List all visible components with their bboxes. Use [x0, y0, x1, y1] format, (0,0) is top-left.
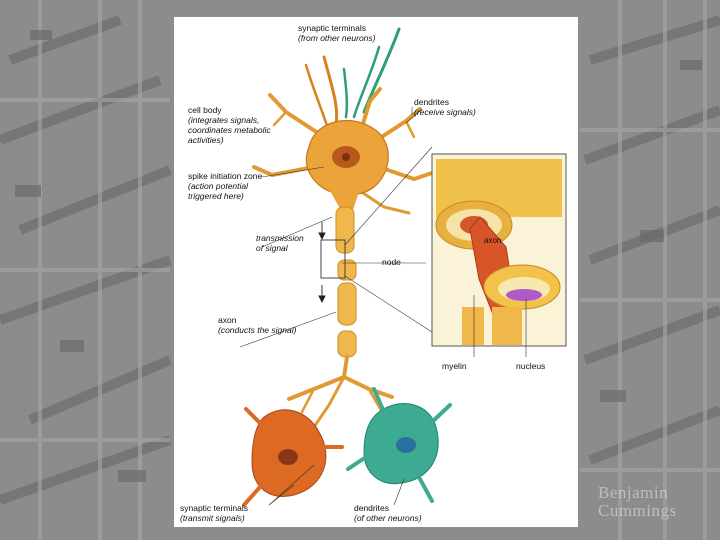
- label-sub-1: (integrates signals,: [188, 115, 271, 125]
- label-node: node: [382, 257, 401, 267]
- neuron-diagram-panel: synaptic terminals (from other neurons) …: [174, 17, 578, 527]
- label-sub: (from other neurons): [298, 33, 375, 43]
- incoming-fibers: [306, 29, 399, 132]
- label-transmission: transmission of signal: [256, 233, 304, 253]
- label-line-2: of signal: [256, 243, 304, 253]
- watermark-line-2: Cummings: [598, 502, 677, 520]
- label-sub: (receive signals): [414, 107, 476, 117]
- axon-segments: [336, 207, 356, 357]
- label-sub: (conducts the signal): [218, 325, 296, 335]
- label-inset-axon: axon: [484, 236, 501, 245]
- label-synaptic-terminals-bottom: synaptic terminals (transmit signals): [180, 503, 248, 523]
- label-sub: (of other neurons): [354, 513, 422, 523]
- label-title: dendrites: [414, 97, 476, 107]
- label-sub-1: (action potential: [188, 181, 262, 191]
- label-title: dendrites: [354, 503, 422, 513]
- label-title: spike initiation zone: [188, 171, 262, 181]
- label-spike-initiation-zone: spike initiation zone (action potential …: [188, 171, 262, 201]
- label-line-1: transmission: [256, 233, 304, 243]
- neuron-diagram: [174, 17, 578, 527]
- label-title: synaptic terminals: [298, 23, 375, 33]
- label-sub-2: coordinates metabolic: [188, 125, 271, 135]
- label-synaptic-terminals-top: synaptic terminals (from other neurons): [298, 23, 375, 43]
- label-title: axon: [218, 315, 296, 325]
- watermark-line-1: Benjamin: [598, 484, 677, 502]
- label-axon: axon (conducts the signal): [218, 315, 296, 335]
- inset-myelin-detail: [432, 154, 566, 357]
- label-title: cell body: [188, 105, 271, 115]
- label-dendrites-bottom: dendrites (of other neurons): [354, 503, 422, 523]
- label-dendrites-top: dendrites (receive signals): [414, 97, 476, 117]
- label-sub-3: activities): [188, 135, 271, 145]
- label-myelin: myelin: [442, 361, 467, 371]
- label-cell-body: cell body (integrates signals, coordinat…: [188, 105, 271, 145]
- publisher-watermark: Benjamin Cummings: [598, 484, 677, 520]
- label-title: synaptic terminals: [180, 503, 248, 513]
- label-sub-2: triggered here): [188, 191, 262, 201]
- label-nucleus: nucleus: [516, 361, 545, 371]
- label-sub: (transmit signals): [180, 513, 248, 523]
